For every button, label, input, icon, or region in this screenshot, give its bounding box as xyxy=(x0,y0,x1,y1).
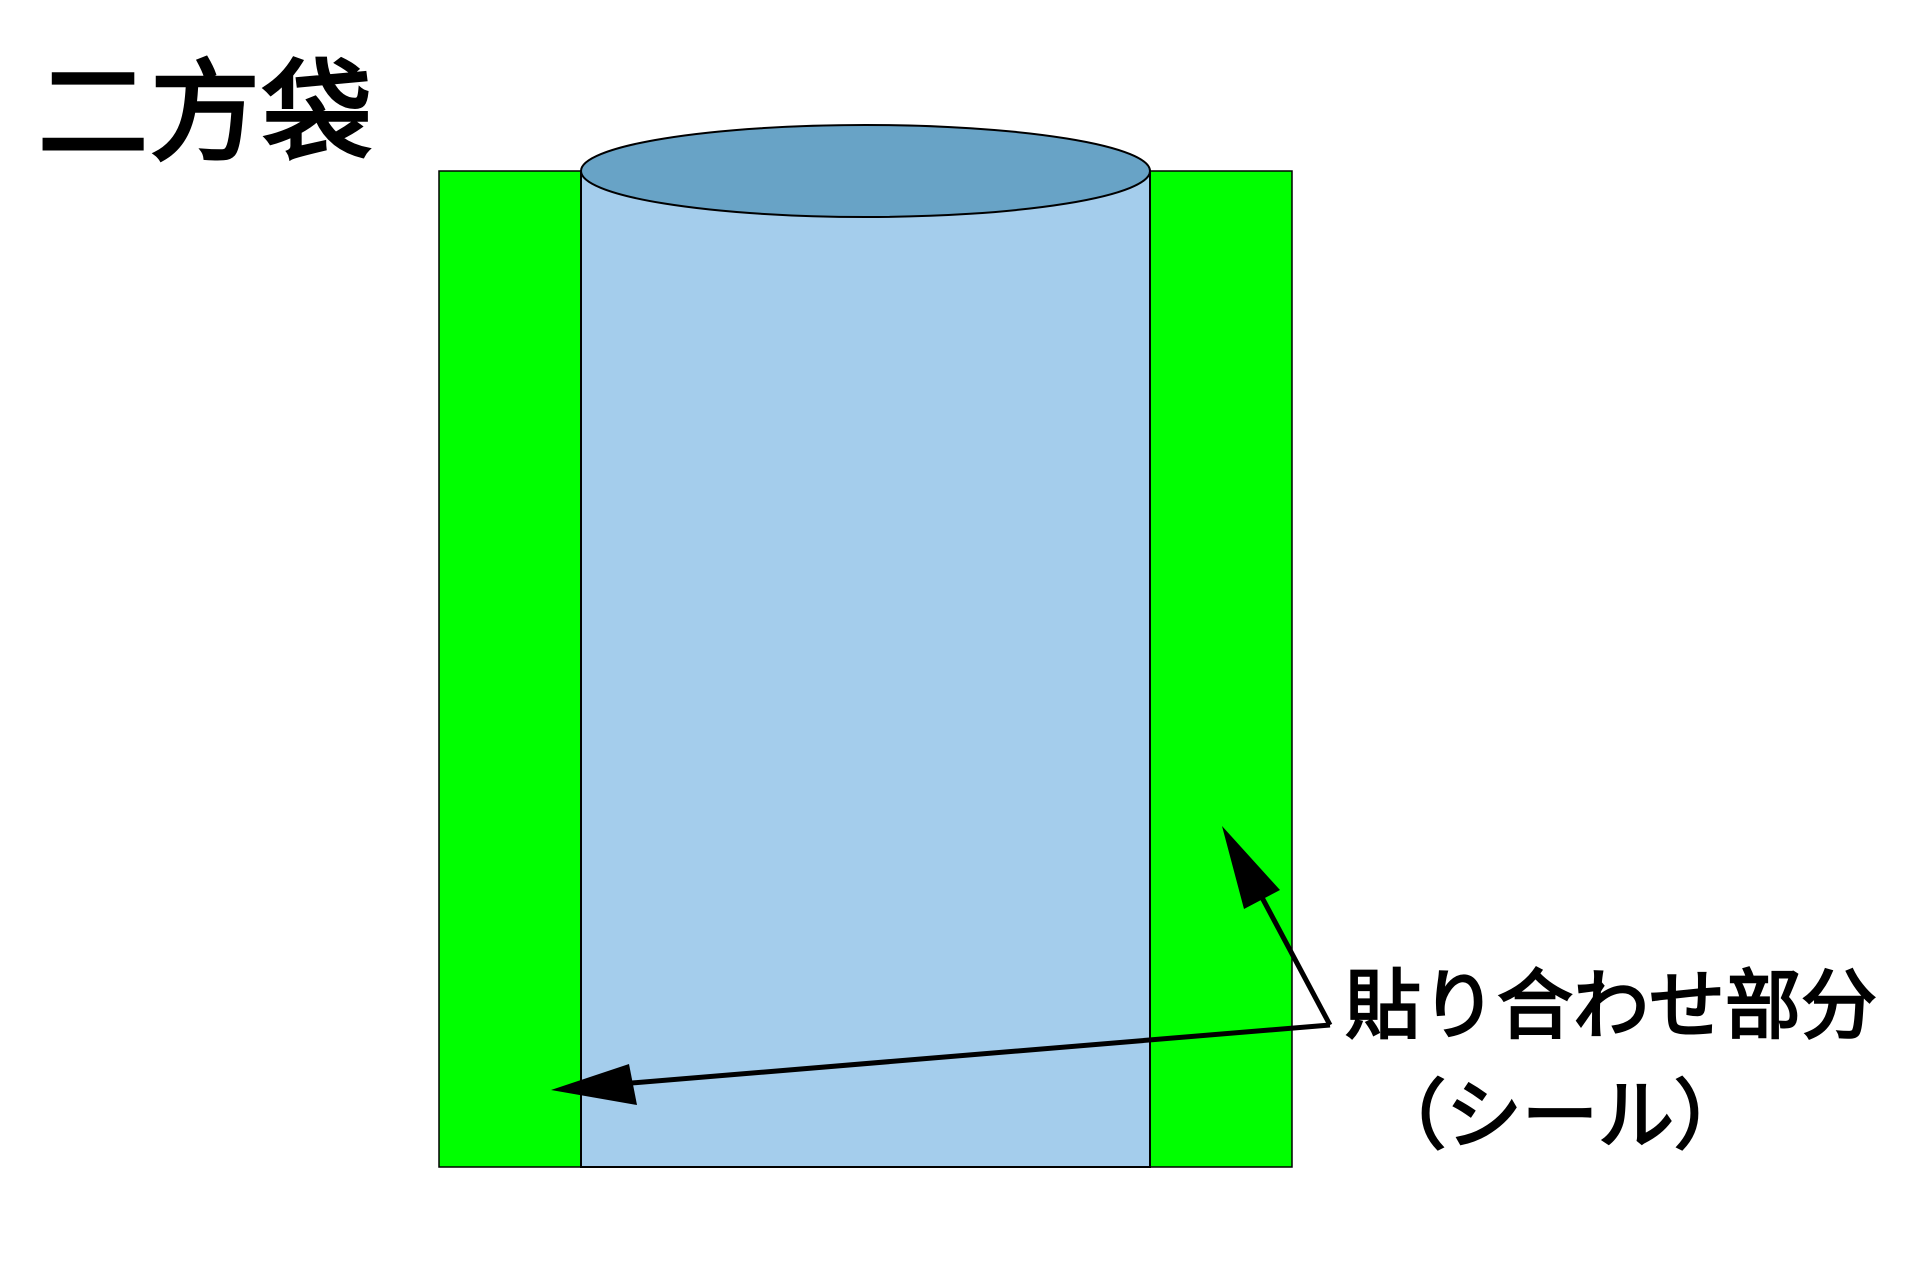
left-seal-strip xyxy=(438,170,582,1168)
seal-note-label: （シール） xyxy=(1370,1071,1750,1160)
bag-body xyxy=(580,170,1151,1168)
seal-part-label: 貼り合わせ部分 xyxy=(1345,961,1877,1050)
arrow-head-left xyxy=(551,1064,637,1105)
arrow-head-right xyxy=(1222,826,1280,909)
right-seal-strip xyxy=(1149,170,1293,1168)
page-title: 二方袋 xyxy=(38,49,374,177)
arrow-line-left xyxy=(619,1022,1331,1087)
arrow-line-right xyxy=(1255,888,1333,1027)
bag-opening xyxy=(580,124,1151,218)
